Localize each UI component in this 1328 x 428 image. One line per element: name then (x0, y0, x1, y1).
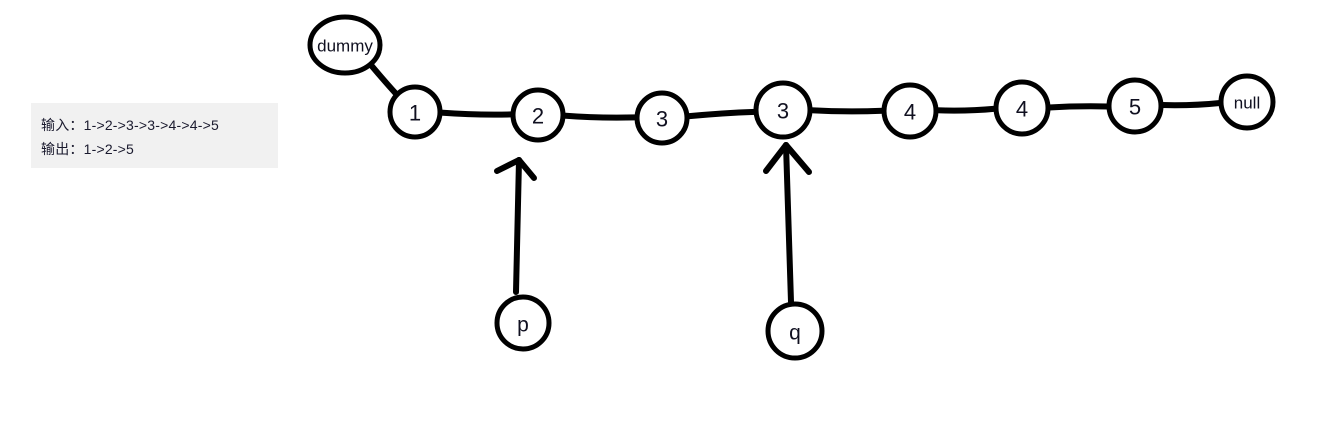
node-n2: 2 (510, 87, 566, 143)
node-shape-n1 (387, 84, 443, 140)
legend-input-line: 输入：1->2->3->3->4->4->5 (41, 117, 219, 133)
node-null: null (1218, 73, 1276, 131)
node-n3b: 3 (753, 80, 813, 140)
pointer-arrowhead-barb-q-0 (763, 142, 789, 174)
node-label-n5: 5 (1129, 95, 1141, 120)
pointer-label-p: p (517, 314, 529, 337)
node-shape-n3b (753, 80, 813, 140)
pointer-circle-p (494, 294, 552, 352)
node-shape-n3a (634, 90, 690, 146)
node-n4a: 4 (881, 82, 939, 140)
node-label-n1: 1 (409, 101, 421, 126)
node-label-null: null (1234, 94, 1260, 113)
legend-box: 输入：1->2->3->3->4->4->5 输出：1->2->5 (31, 103, 278, 168)
link-edge-n4b-to-n5 (1046, 103, 1111, 111)
pointer-arrowhead-barb-q-1 (783, 142, 812, 175)
node-shape-n5 (1106, 77, 1164, 135)
pointer-circle-q (765, 301, 825, 361)
pointer-arrowhead-barb-p-1 (516, 157, 537, 181)
node-n1: 1 (387, 84, 443, 140)
node-dummy: dummy (307, 14, 383, 76)
node-shape-n4a (881, 82, 939, 140)
link-edge-n1-to-n2 (437, 109, 516, 118)
legend-output-line: 输出：1->2->5 (41, 141, 135, 157)
link-edge-n5-to-null (1158, 99, 1224, 109)
node-n5: 5 (1106, 77, 1164, 135)
node-label-n3b: 3 (777, 99, 789, 124)
pointer-arrow-shaft-q (783, 142, 794, 305)
link-edge-n4a-to-n4b (933, 105, 999, 114)
pointer-label-q: q (789, 322, 801, 345)
pointer-node-q: q (765, 301, 825, 361)
node-shape-dummy (307, 14, 383, 76)
node-label-dummy: dummy (317, 37, 373, 56)
node-layer: dummy 1 2 3 3 4 4 5 null (307, 14, 1276, 146)
link-edge-dummy-to-n1 (368, 62, 400, 98)
node-n3a: 3 (634, 90, 690, 146)
node-shape-n2 (510, 87, 566, 143)
pointer-arrow-shaft-p (513, 157, 522, 295)
link-edge-n3b-to-n4a (807, 107, 887, 115)
node-shape-null (1218, 73, 1276, 131)
node-label-n3a: 3 (656, 107, 668, 132)
node-label-n4a: 4 (904, 100, 916, 125)
node-label-n4b: 4 (1016, 97, 1028, 122)
node-label-n2: 2 (532, 104, 544, 129)
link-edge-n3a-to-n3b (684, 108, 759, 120)
link-edge-n2-to-n3a (560, 112, 640, 121)
pointer-arrowhead-barb-p-0 (494, 157, 522, 174)
node-n4b: 4 (993, 79, 1051, 137)
pointer-node-p: p (494, 294, 552, 352)
node-shape-n4b (993, 79, 1051, 137)
pointer-arrow-layer (494, 142, 812, 305)
edge-layer (368, 62, 1224, 121)
